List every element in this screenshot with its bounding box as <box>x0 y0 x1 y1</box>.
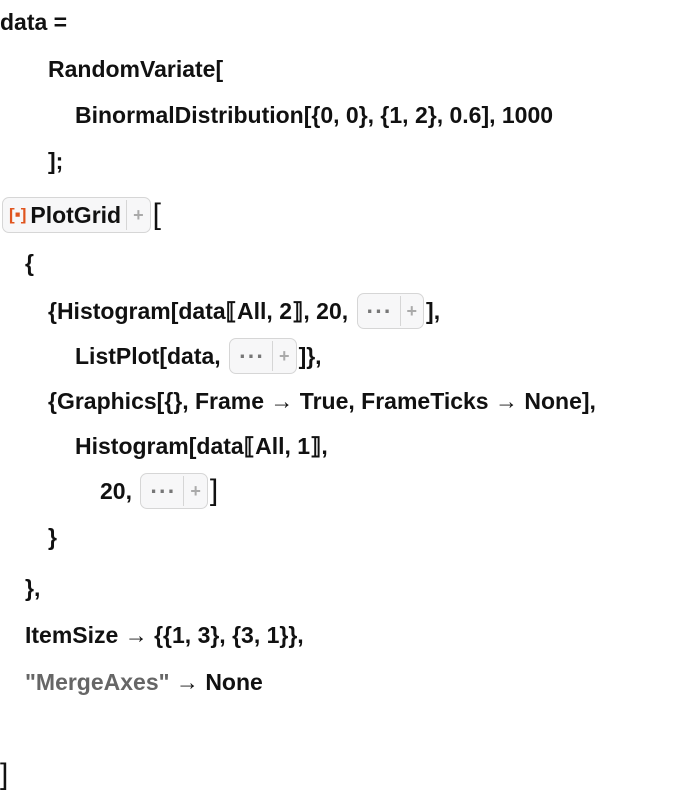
code-text: ] <box>0 758 9 791</box>
code-text: RandomVariate[ <box>48 56 224 82</box>
code-text: → None <box>169 669 263 695</box>
code-line: } <box>48 517 57 557</box>
code-text: data = <box>0 9 68 35</box>
code-text: }, <box>25 575 41 601</box>
code-line: BinormalDistribution[{0, 0}, {1, 2}, 0.6… <box>75 95 553 135</box>
options-ellipsis-button[interactable]: ··· + <box>140 473 208 509</box>
divider <box>183 476 185 506</box>
code-text: {Histogram[data⟦All, 2⟧, 20, <box>48 298 355 324</box>
code-text: ItemSize → {{1, 3}, {3, 1}}, <box>25 622 304 648</box>
plotgrid-resource-button[interactable]: [▪] PlotGrid + <box>2 197 151 233</box>
code-text: [ <box>152 198 161 231</box>
plotgrid-label: PlotGrid <box>30 202 122 228</box>
code-text: 20, <box>100 478 139 504</box>
ellipsis-icon: ··· <box>239 343 266 369</box>
code-text: } <box>48 524 57 550</box>
divider <box>272 341 274 371</box>
string-literal: "MergeAxes" <box>25 669 170 695</box>
code-text: ]}, <box>298 343 322 369</box>
code-line: ] <box>0 755 8 795</box>
plus-icon[interactable]: + <box>190 481 201 501</box>
code-line: data = <box>0 2 67 42</box>
code-text: ], <box>426 298 441 324</box>
code-line: ListPlot[data, ··· + ]}, <box>75 336 322 376</box>
resource-function-icon: [▪] <box>9 205 27 224</box>
code-line: [▪] PlotGrid + [ <box>0 195 161 235</box>
plus-icon[interactable]: + <box>406 301 418 321</box>
ellipsis-icon: ··· <box>366 298 393 324</box>
code-line: Histogram[data⟦All, 1⟧, <box>75 426 328 466</box>
code-text: BinormalDistribution[{0, 0}, {1, 2}, 0.6… <box>75 102 554 128</box>
options-ellipsis-button[interactable]: ··· + <box>229 338 297 374</box>
divider <box>126 200 128 230</box>
code-line: 20, ··· + ] <box>100 471 218 511</box>
code-line: { <box>25 243 34 283</box>
code-text: ListPlot[data, <box>75 343 228 369</box>
code-line: ]; <box>48 141 63 181</box>
code-text: { <box>25 250 34 276</box>
code-text: Histogram[data⟦All, 1⟧, <box>75 433 328 459</box>
plus-icon[interactable]: + <box>279 346 290 366</box>
code-line: ItemSize → {{1, 3}, {3, 1}}, <box>25 615 304 655</box>
code-line: {Histogram[data⟦All, 2⟧, 20, ··· + ], <box>48 291 440 331</box>
code-line: {Graphics[{}, Frame → True, FrameTicks →… <box>48 381 596 421</box>
code-line: }, <box>25 568 40 608</box>
code-text: ]; <box>48 148 64 174</box>
divider <box>399 296 401 326</box>
ellipsis-icon: ··· <box>150 478 177 504</box>
code-line: "MergeAxes" → None <box>25 662 263 702</box>
code-text: {Graphics[{}, Frame → True, FrameTicks →… <box>48 388 596 414</box>
code-line: RandomVariate[ <box>48 49 223 89</box>
options-ellipsis-button[interactable]: ··· + <box>356 293 425 329</box>
code-text: ] <box>209 474 219 507</box>
plus-icon[interactable]: + <box>133 205 144 225</box>
